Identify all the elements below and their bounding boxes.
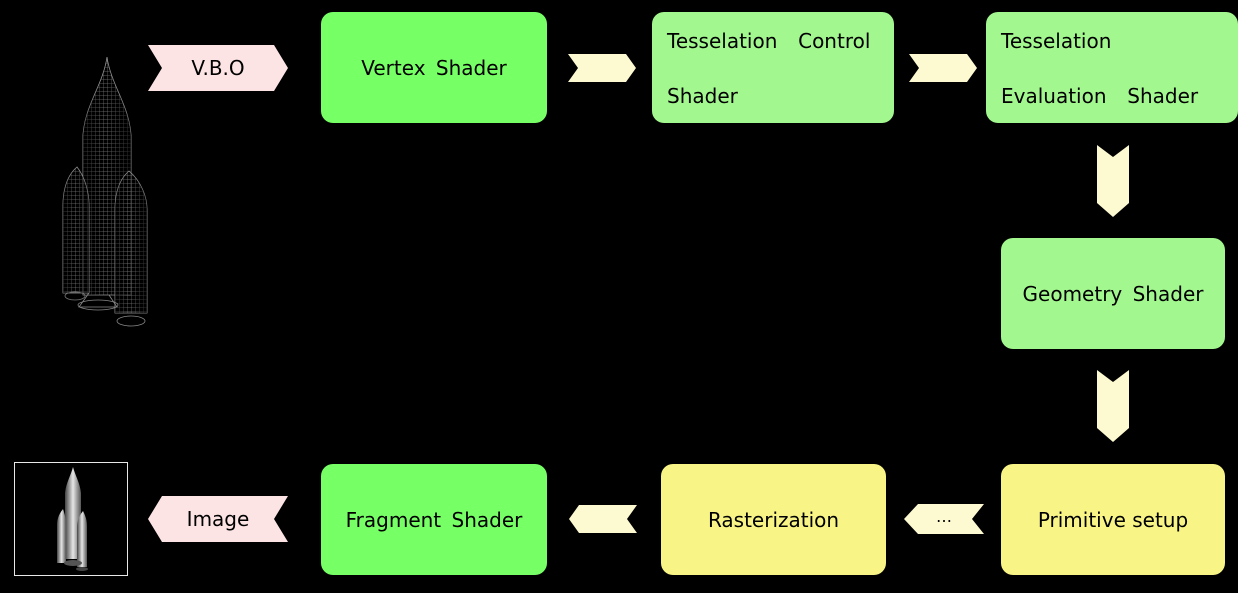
rasterization-label: Rasterization xyxy=(707,507,840,532)
fragment-shader-stage: Fragment Shader xyxy=(321,464,547,575)
tess-eval-line-1: Tesselation xyxy=(1001,29,1112,53)
right-chevron-arrow xyxy=(568,54,636,82)
image-output-tag: Image xyxy=(148,496,288,542)
down-chevron-arrow xyxy=(1097,370,1129,442)
down-chevron-arrow xyxy=(1097,145,1129,217)
ellipsis-label: … xyxy=(936,506,952,526)
rasterization-stage: Rasterization xyxy=(661,464,886,575)
vertex-shader-stage: Vertex Shader xyxy=(321,12,547,123)
tess-eval-line-2: Evaluation Shader xyxy=(1001,84,1199,108)
tess-control-line-1: Tesselation Control xyxy=(667,29,871,53)
left-chevron-arrow xyxy=(569,505,637,533)
geometry-shader-stage: Geometry Shader xyxy=(1001,238,1225,349)
tessellation-control-shader-stage: Tesselation Control Shader xyxy=(652,12,894,123)
right-chevron-arrow xyxy=(909,54,977,82)
vertex-shader-label: Vertex Shader xyxy=(361,55,507,80)
vbo-input-tag: V.B.O xyxy=(148,45,288,91)
primitive-setup-label: Primitive setup xyxy=(1037,507,1189,532)
primitive-setup-stage: Primitive setup xyxy=(1001,464,1225,575)
geometry-shader-label: Geometry Shader xyxy=(1022,281,1204,306)
rendered-rocket xyxy=(57,467,88,571)
image-label: Image xyxy=(186,507,250,531)
fragment-shader-label: Fragment Shader xyxy=(345,507,523,532)
ellipsis-left-arrow: … xyxy=(904,504,984,534)
tess-control-line-2: Shader xyxy=(667,84,738,108)
tessellation-evaluation-shader-stage: Tesselation Evaluation Shader xyxy=(986,12,1238,123)
vbo-label: V.B.O xyxy=(191,56,245,80)
rocket-wireframe-model xyxy=(62,56,148,327)
rendered-image-thumbnail xyxy=(14,462,128,576)
